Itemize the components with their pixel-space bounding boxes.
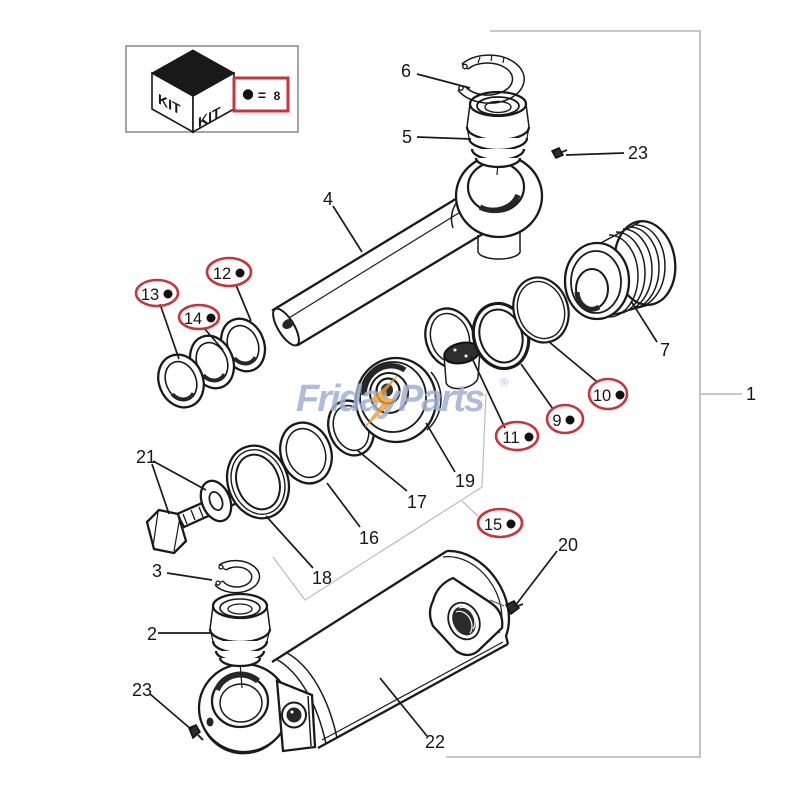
kit-dot bbox=[163, 289, 173, 299]
leader-13 bbox=[159, 303, 180, 360]
callout-18: 18 bbox=[312, 568, 332, 588]
svg-text:15: 15 bbox=[484, 516, 502, 534]
kit-dot bbox=[235, 268, 245, 278]
callout-21: 21 bbox=[136, 447, 156, 467]
part-7-gland bbox=[563, 220, 677, 321]
watermark: FridayParts ® bbox=[296, 375, 508, 428]
leader-16 bbox=[326, 482, 361, 528]
svg-text:10: 10 bbox=[593, 387, 611, 405]
leader-lines bbox=[149, 73, 658, 737]
callout-7: 7 bbox=[660, 340, 670, 360]
kit-highlight-ellipse-14 bbox=[177, 303, 221, 331]
part-18-wear-ring bbox=[225, 444, 291, 520]
assembly-bracket-item1 bbox=[446, 30, 742, 758]
part-23-grease-fitting-bottom bbox=[188, 724, 204, 741]
leader-5 bbox=[416, 136, 472, 140]
kit-callout-13: 13 bbox=[134, 278, 180, 308]
kit-highlight-ellipse-12 bbox=[205, 256, 253, 288]
kit-callout-11: 11 bbox=[494, 420, 540, 452]
leader-3 bbox=[166, 572, 213, 581]
callout-6: 6 bbox=[401, 61, 411, 81]
callout-23-top: 23 bbox=[628, 143, 648, 163]
leader-17 bbox=[356, 449, 408, 492]
callout-23-bottom: 23 bbox=[132, 680, 152, 700]
leader-19 bbox=[425, 422, 456, 473]
callout-1: 1 bbox=[746, 384, 756, 404]
kit-callout-15: 15 bbox=[476, 507, 524, 539]
leader-9 bbox=[520, 363, 554, 410]
leader-10 bbox=[547, 340, 597, 382]
kit-legend-box: KIT KIT = 8 bbox=[125, 45, 299, 134]
leader-21b bbox=[151, 463, 170, 515]
callout-19: 19 bbox=[455, 471, 475, 491]
part-base-eye bbox=[197, 662, 317, 755]
leader-7 bbox=[630, 300, 658, 343]
callout-20: 20 bbox=[558, 535, 578, 555]
kit-highlight-ellipse-13 bbox=[134, 278, 180, 308]
callout-2: 2 bbox=[147, 624, 157, 644]
part-port-boss bbox=[428, 576, 504, 657]
part-23-grease-fitting-top bbox=[550, 147, 568, 159]
leader-21a bbox=[152, 460, 207, 491]
part-21-bolt-washer bbox=[145, 479, 250, 555]
kit-callout-9: 9 bbox=[545, 403, 585, 435]
leader-4 bbox=[332, 205, 363, 253]
leader-18 bbox=[265, 515, 314, 569]
callout-4: 4 bbox=[323, 189, 333, 209]
svg-text:9: 9 bbox=[552, 412, 561, 430]
kit-highlight-ellipse-11 bbox=[494, 420, 540, 452]
svg-text:11: 11 bbox=[502, 429, 519, 447]
kit-dot bbox=[506, 519, 516, 529]
kit-dot bbox=[524, 432, 534, 442]
part-6-snap-ring bbox=[457, 54, 525, 104]
kit-legend-number: 8 bbox=[274, 89, 281, 103]
callout-16: 16 bbox=[359, 528, 379, 548]
seal-group-bracket-item15 bbox=[272, 392, 487, 601]
part-3-snap-ring bbox=[214, 559, 261, 594]
kit-highlight-ellipse-10 bbox=[587, 377, 629, 411]
kit-callout-10: 10 bbox=[587, 377, 629, 411]
kit-dot bbox=[565, 415, 575, 425]
leader-20 bbox=[514, 550, 558, 607]
leader-14 bbox=[203, 327, 224, 351]
kit-dot bbox=[615, 390, 625, 400]
kit-legend-dot bbox=[242, 89, 254, 100]
lightning-bolt-icon bbox=[364, 375, 398, 428]
svg-text:12: 12 bbox=[213, 265, 231, 283]
kit-legend-equals: = bbox=[258, 87, 266, 103]
leader-11 bbox=[470, 355, 506, 429]
part-10-oring bbox=[512, 276, 570, 344]
leader-12 bbox=[235, 284, 252, 322]
part-16-ring bbox=[279, 421, 333, 485]
leader-23-top bbox=[565, 152, 625, 156]
kit-dot bbox=[206, 313, 216, 323]
callout-5: 5 bbox=[402, 127, 412, 147]
part-13-seal bbox=[157, 353, 205, 409]
leader-6 bbox=[416, 73, 471, 89]
callout-3: 3 bbox=[152, 561, 162, 581]
leader-23-bottom bbox=[149, 693, 193, 731]
kit-callout-12: 12 bbox=[205, 256, 253, 288]
leader-22 bbox=[379, 677, 428, 737]
svg-text:13: 13 bbox=[141, 286, 159, 304]
kit-highlight-ellipse-9 bbox=[545, 403, 585, 435]
part-4-rod bbox=[271, 153, 544, 347]
kit-item-callouts: 9 10 11 12 13 14 15 bbox=[134, 256, 629, 539]
part-2-bushing bbox=[208, 592, 272, 689]
callout-labels: 1 2 3 4 5 6 7 16 17 18 19 20 21 22 23 23 bbox=[132, 61, 756, 752]
watermark-registered: ® bbox=[500, 377, 508, 389]
svg-text:14: 14 bbox=[184, 310, 202, 328]
callout-22: 22 bbox=[425, 732, 445, 752]
callout-17: 17 bbox=[407, 492, 427, 512]
kit-callout-14: 14 bbox=[177, 303, 221, 331]
kit-highlight-ellipse-15 bbox=[476, 507, 524, 539]
